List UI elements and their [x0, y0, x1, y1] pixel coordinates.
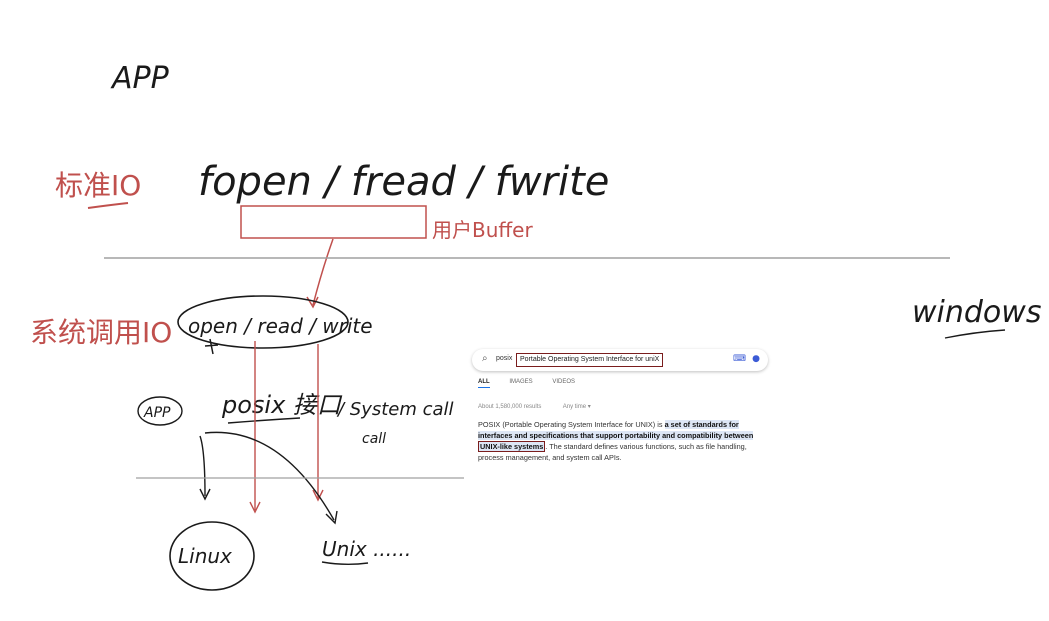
std-io-underline	[87, 202, 129, 209]
black-arrow-unix	[204, 431, 335, 521]
buffer-to-syscall-arrow	[312, 238, 334, 306]
unix-label: Unix ......	[322, 537, 411, 561]
tab-videos[interactable]: VIDEOS	[552, 379, 576, 385]
syscall-ellipse	[177, 295, 349, 349]
syscall-calls: open / read / write	[188, 314, 373, 338]
app-circle-label: APP	[143, 405, 171, 421]
app-top-label: APP	[110, 61, 170, 96]
search-query-prefix: posix	[496, 355, 513, 362]
search-screenshot: ⌕ posix Portable Operating System Interf…	[466, 345, 770, 475]
answer-snippet: POSIX (Portable Operating System Interfa…	[478, 419, 768, 463]
windows-label: windows	[912, 295, 1041, 330]
search-icon: ⌕	[482, 353, 488, 364]
posix-underline	[227, 417, 301, 424]
arrowhead	[199, 488, 211, 501]
linux-circle	[169, 521, 255, 591]
call-word: call	[362, 431, 386, 447]
std-io-calls: fopen / fread / fwrite	[198, 159, 609, 205]
black-arrow-down	[199, 435, 206, 497]
windows-underline	[944, 329, 1006, 339]
tab-images[interactable]: IMAGES	[509, 379, 533, 385]
std-io-label: 标准IO	[55, 169, 141, 202]
app-circle	[137, 396, 183, 426]
system-call-label: / System call	[336, 399, 454, 420]
answer-lead: POSIX (Portable Operating System Interfa…	[478, 420, 663, 429]
result-meta: About 1,580,000 results Any time ▾	[478, 403, 611, 410]
unix-underline	[321, 561, 369, 565]
mic-icon[interactable]: ●	[752, 354, 760, 364]
user-buffer-box	[240, 205, 427, 239]
time-filter[interactable]: Any time ▾	[562, 404, 591, 410]
linux-label: Linux	[178, 544, 232, 568]
arrowhead	[325, 510, 338, 525]
tab-all[interactable]: ALL	[478, 379, 490, 388]
keyboard-icon[interactable]: ⌨	[733, 354, 746, 364]
search-bar[interactable]: ⌕ posix Portable Operating System Interf…	[472, 349, 768, 371]
user-buffer-label: 用户Buffer	[432, 218, 533, 242]
search-query-expansion: Portable Operating System Interface for …	[516, 353, 664, 367]
cursor-mark	[204, 338, 219, 355]
syscall-io-label: 系统调用IO	[30, 316, 172, 349]
arrowhead	[312, 489, 324, 502]
answer-tail: . The standard defines various functions…	[478, 442, 747, 462]
result-count: About 1,580,000 results	[478, 404, 542, 410]
answer-boxed: UNIX-like systems	[478, 441, 546, 452]
search-tabs: ALL IMAGES VIDEOS	[478, 379, 593, 388]
posix-label: posix 接口	[221, 391, 343, 419]
arrowhead	[249, 501, 261, 514]
